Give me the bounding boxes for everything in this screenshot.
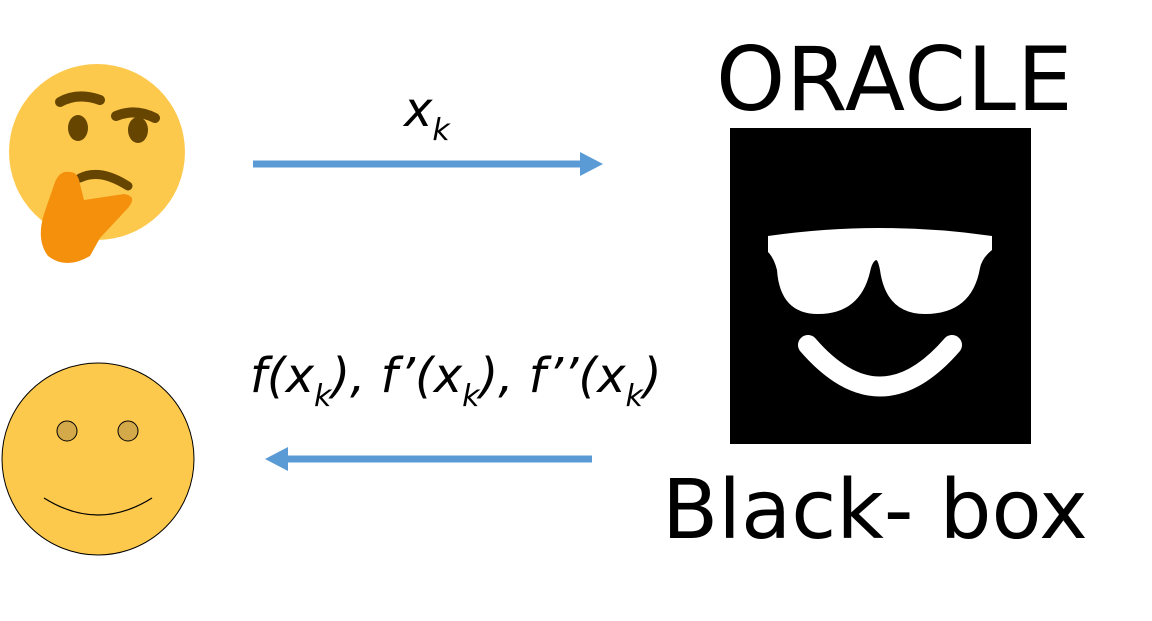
- thinking-face-icon: [9, 64, 185, 263]
- query-subscript: k: [432, 113, 450, 148]
- response-f1-post: ),: [331, 348, 366, 404]
- response-f3-pre: f’’(x: [513, 348, 626, 404]
- response-f3-post: ): [642, 348, 662, 404]
- response-f1-sub: k: [314, 379, 332, 414]
- sunglasses-face-icon: [768, 228, 992, 397]
- blackbox-label: Black- box: [662, 463, 1088, 558]
- oracle-black-box: [730, 128, 1031, 444]
- response-f2-pre: f’(x: [365, 348, 463, 404]
- response-f2-sub: k: [462, 379, 480, 414]
- smiley-face-icon: [1, 362, 195, 556]
- response-label: f(xk), f’(xk), f’’(xk): [250, 348, 662, 414]
- oracle-title: ORACLE: [716, 28, 1074, 131]
- response-f3-sub: k: [625, 379, 643, 414]
- query-label: xk: [404, 82, 450, 148]
- response-f1-pre: f(x: [250, 348, 315, 404]
- query-base: x: [404, 82, 433, 138]
- response-f2-post: ),: [479, 348, 514, 404]
- response-arrow: [265, 447, 592, 471]
- query-arrow: [253, 152, 603, 176]
